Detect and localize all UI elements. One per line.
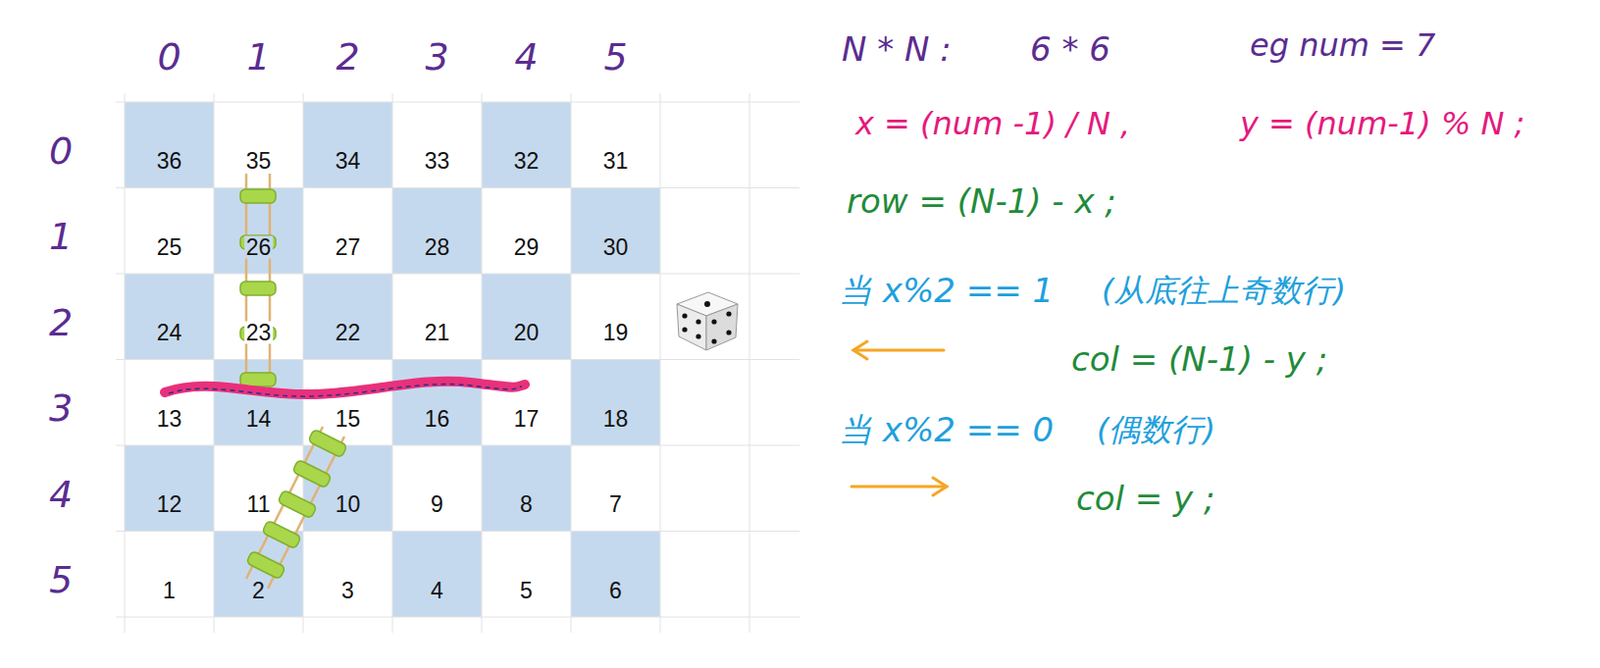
cell-number: 16 [422,407,453,430]
row-index: 1 [49,217,73,256]
formula-note: 当 x%2 == 0 [838,412,1054,447]
cell-number: 15 [333,407,363,430]
cell-number: 3 [339,578,357,602]
cell-number: 24 [154,321,185,345]
cell-number: 30 [601,235,631,259]
row-index: 4 [49,475,73,514]
snake [164,381,525,397]
row-index: 0 [49,132,73,170]
cell-number: 29 [512,235,542,259]
formula-note: eg num = 7 [1249,29,1436,61]
cell-number: 11 [245,493,273,517]
cell-number: 9 [428,493,446,517]
cell-number: 1 [160,578,178,602]
row-index: 2 [49,304,73,342]
cell-number: 28 [422,235,453,259]
grid-lines [115,93,800,633]
column-index: 0 [156,38,181,76]
formula-note: N * N : [841,32,952,66]
dice [676,292,738,351]
cell-number: 20 [512,321,542,345]
formula-note: (偶数行) [1096,413,1216,446]
cell-number: 33 [422,150,453,173]
formula-note: col = (N-1) - y ; [1071,342,1328,376]
cell-number: 27 [333,235,363,259]
cell-number: 8 [517,493,535,517]
column-index: 2 [335,38,360,76]
cell-number: 6 [607,578,624,602]
vertical-ladder [240,173,276,390]
cell-number: 26 [244,235,274,259]
cell-number: 10 [333,493,363,517]
cell-number: 22 [333,321,363,345]
cell-number: 31 [601,150,631,173]
row-index: 3 [49,389,73,427]
formula-note: 6 * 6 [1030,32,1111,66]
cell-number: 5 [517,578,535,602]
column-index: 5 [603,38,627,76]
cell-number: 34 [333,150,363,173]
cell-number: 23 [244,321,274,345]
cell-number: 14 [244,407,274,430]
row-index: 5 [49,561,73,599]
cell-number: 35 [244,150,274,173]
column-index: 3 [424,38,449,76]
cell-number: 32 [512,150,542,173]
cell-number: 4 [428,578,446,602]
formula-note: 当 x%2 == 1 [838,273,1054,308]
formula-note: y = (num-1) % N ; [1239,107,1525,140]
column-index: 4 [514,38,538,76]
cell-number: 7 [607,493,624,517]
formula-note: row = (N-1) - x ; [846,184,1117,218]
formula-note: (从底往上奇数行) [1101,274,1346,307]
cell-number: 18 [601,407,631,430]
cell-number: 13 [154,407,185,430]
cell-number: 25 [154,235,185,259]
cell-number: 12 [154,493,185,517]
cell-number: 19 [601,321,631,345]
formula-note: col = y ; [1076,481,1215,516]
column-index: 1 [246,38,270,76]
cell-number: 36 [154,150,185,173]
cell-number: 17 [512,407,542,430]
cell-number: 21 [422,321,453,345]
formula-note: x = (num -1) / N , [855,107,1131,140]
cell-number: 2 [250,578,267,602]
